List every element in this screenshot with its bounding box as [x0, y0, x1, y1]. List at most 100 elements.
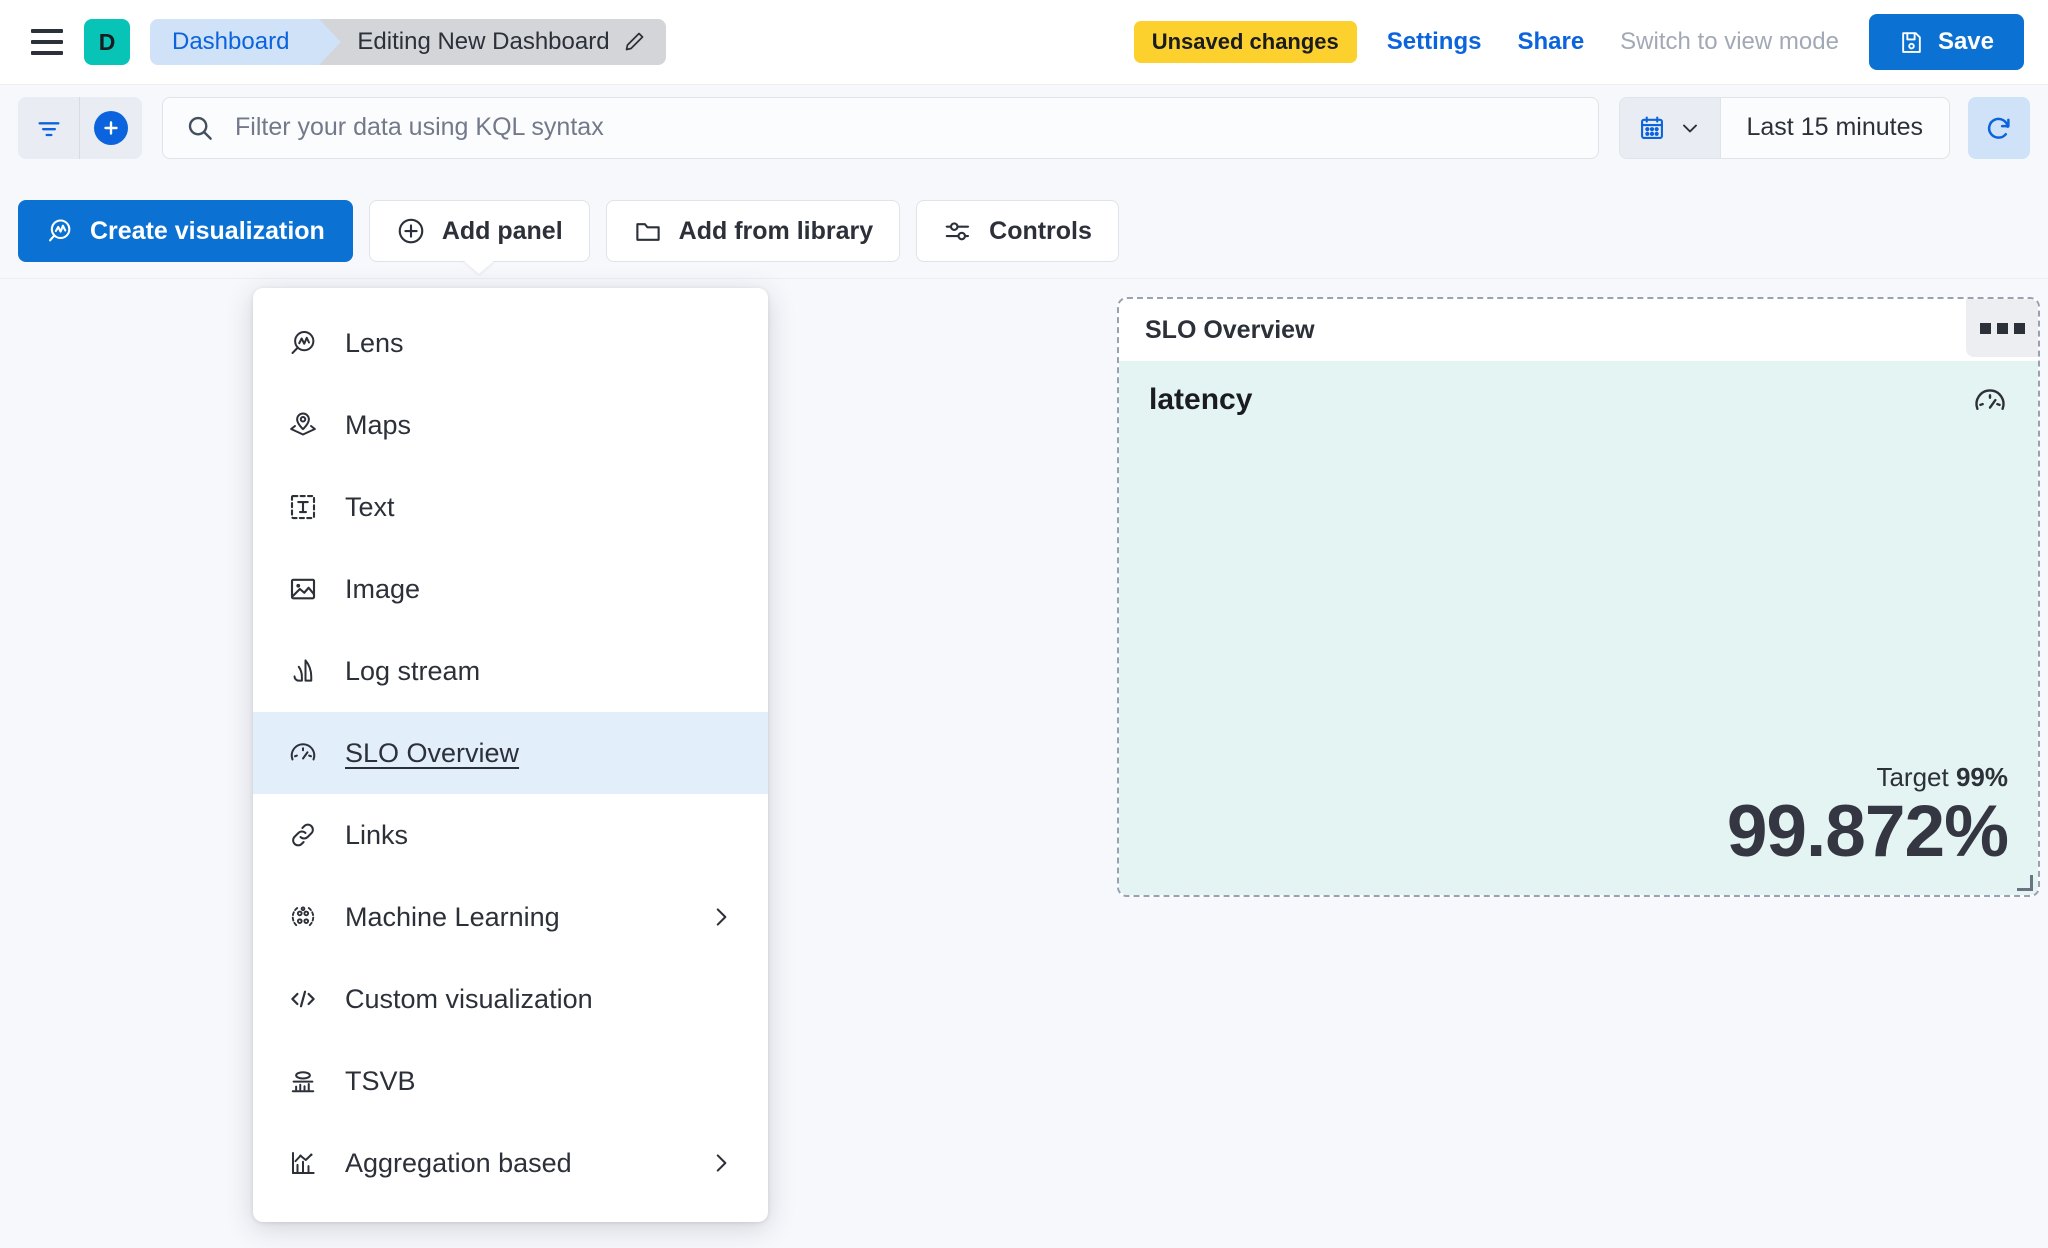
save-button-label: Save: [1937, 28, 1994, 55]
create-visualization-button[interactable]: Create visualization: [18, 200, 353, 262]
slo-target-value: 99%: [1955, 761, 2008, 792]
filter-icon[interactable]: [18, 96, 80, 159]
hamburger-line: [31, 40, 63, 44]
context-menu-icon: [2013, 322, 2025, 334]
breadcrumb-item-dashboard[interactable]: Dashboard: [150, 19, 342, 65]
aggregation-chart-icon: [287, 1147, 319, 1179]
menu-item-aggregation-based-label: Aggregation based: [345, 1147, 572, 1178]
menu-item-log-stream[interactable]: Log stream: [253, 630, 768, 712]
slo-target-row: Target 99%: [1149, 762, 2008, 793]
date-picker-group: Last 15 minutes: [1618, 96, 1950, 159]
menu-item-text[interactable]: Text: [253, 466, 768, 548]
log-stream-icon: [287, 655, 319, 687]
menu-item-tsvb[interactable]: TSVB: [253, 1040, 768, 1122]
plus-circle-icon: [94, 110, 128, 145]
hamburger-line: [31, 51, 63, 55]
menu-item-slo-overview-label: SLO Overview: [345, 737, 520, 768]
menu-item-text-label: Text: [345, 491, 395, 522]
pencil-icon[interactable]: [622, 30, 646, 54]
slo-metrics: Target 99% 99.872%: [1149, 762, 2009, 872]
panel-resize-handle[interactable]: [2017, 875, 2033, 891]
menu-item-lens[interactable]: Lens: [253, 302, 768, 384]
menu-item-custom-visualization-label: Custom visualization: [345, 983, 593, 1014]
refresh-icon: [1984, 113, 2014, 143]
panel-context-menu-button[interactable]: [1966, 299, 2038, 357]
tsvb-chart-icon: [287, 1065, 319, 1097]
add-from-library-button[interactable]: Add from library: [605, 200, 901, 262]
slo-overview-panel[interactable]: SLO Overview latency Target 99: [1117, 297, 2040, 897]
breadcrumb-item-current[interactable]: Editing New Dashboard: [319, 19, 666, 65]
controls-button[interactable]: Controls: [916, 200, 1119, 262]
hamburger-line: [31, 29, 63, 33]
slo-sli-value: 99.872%: [1726, 790, 2009, 872]
context-menu-icon: [1996, 322, 2008, 334]
menu-item-aggregation-based[interactable]: Aggregation based: [253, 1122, 768, 1204]
link-icon: [287, 819, 319, 851]
top-navigation-bar: D Dashboard Editing New Dashboard Unsave…: [0, 0, 2048, 85]
menu-item-slo-overview[interactable]: SLO Overview: [253, 712, 768, 794]
context-menu-icon: [1979, 322, 1991, 334]
menu-item-tsvb-label: TSVB: [345, 1065, 416, 1096]
folder-icon: [633, 216, 663, 246]
switch-to-view-mode-link[interactable]: Switch to view mode: [1620, 28, 1839, 55]
menu-item-maps[interactable]: Maps: [253, 384, 768, 466]
map-marker-icon: [287, 409, 319, 441]
date-range-display[interactable]: Last 15 minutes: [1746, 113, 1924, 141]
menu-item-maps-label: Maps: [345, 409, 412, 440]
menu-item-custom-visualization[interactable]: Custom visualization: [253, 958, 768, 1040]
panel-title: SLO Overview: [1145, 315, 1315, 344]
machine-learning-icon: [287, 901, 319, 933]
slo-body-header: latency: [1149, 383, 2008, 419]
add-panel-button[interactable]: Add panel: [368, 200, 590, 262]
share-link[interactable]: Share: [1517, 28, 1585, 55]
add-panel-dropdown-menu: Lens Maps Text: [253, 288, 768, 1222]
chevron-down-icon: [1678, 116, 1702, 140]
add-from-library-label: Add from library: [678, 216, 874, 245]
breadcrumb-current-label: Editing New Dashboard: [357, 28, 610, 55]
menu-item-image-label: Image: [345, 573, 421, 604]
breadcrumb-dashboard-label: Dashboard: [172, 28, 290, 55]
slo-panel-body: latency Target 99% 99.872%: [1119, 361, 2038, 895]
space-avatar[interactable]: D: [84, 19, 130, 65]
menu-item-machine-learning-label: Machine Learning: [345, 901, 560, 932]
slo-metric-name: latency: [1149, 383, 1253, 416]
menu-item-log-stream-label: Log stream: [345, 655, 481, 686]
dashboard-editing-toolbar: Create visualization Add panel Add from …: [18, 200, 1119, 262]
search-bar[interactable]: [162, 96, 1599, 159]
topnav-actions: Unsaved changes Settings Share Switch to…: [1133, 14, 2024, 70]
create-visualization-label: Create visualization: [90, 216, 325, 245]
refresh-button[interactable]: [1968, 96, 2030, 159]
menu-item-links-label: Links: [345, 819, 409, 850]
date-quick-select-button[interactable]: [1619, 97, 1721, 158]
code-icon: [287, 983, 319, 1015]
slo-target-label: Target: [1876, 761, 1949, 792]
menu-item-machine-learning[interactable]: Machine Learning: [253, 876, 768, 958]
controls-label: Controls: [989, 216, 1092, 245]
lens-icon: [46, 217, 74, 245]
breadcrumb: Dashboard Editing New Dashboard: [150, 19, 666, 65]
menu-item-image[interactable]: Image: [253, 548, 768, 630]
sliders-icon: [943, 216, 973, 246]
add-panel-label: Add panel: [441, 216, 563, 245]
panel-header: SLO Overview: [1119, 299, 2038, 361]
unsaved-changes-badge[interactable]: Unsaved changes: [1133, 21, 1357, 63]
text-box-icon: [287, 491, 319, 523]
settings-link[interactable]: Settings: [1386, 28, 1482, 55]
save-button[interactable]: Save: [1868, 14, 2024, 70]
query-bar: Last 15 minutes: [0, 85, 2048, 170]
lens-icon: [287, 327, 319, 359]
chevron-right-icon: [708, 1150, 734, 1176]
gauge-icon: [287, 737, 319, 769]
menu-item-links[interactable]: Links: [253, 794, 768, 876]
hamburger-menu-icon[interactable]: [24, 19, 70, 65]
gauge-icon: [1972, 383, 2008, 419]
chevron-right-icon: [708, 904, 734, 930]
filter-button-group: [18, 96, 142, 159]
menu-item-lens-label: Lens: [345, 327, 404, 358]
search-icon: [185, 113, 215, 143]
save-disk-icon: [1899, 30, 1924, 55]
search-input[interactable]: [235, 113, 1576, 142]
add-filter-button[interactable]: [80, 96, 142, 159]
image-icon: [287, 573, 319, 605]
plus-circle-outline-icon: [396, 216, 426, 246]
